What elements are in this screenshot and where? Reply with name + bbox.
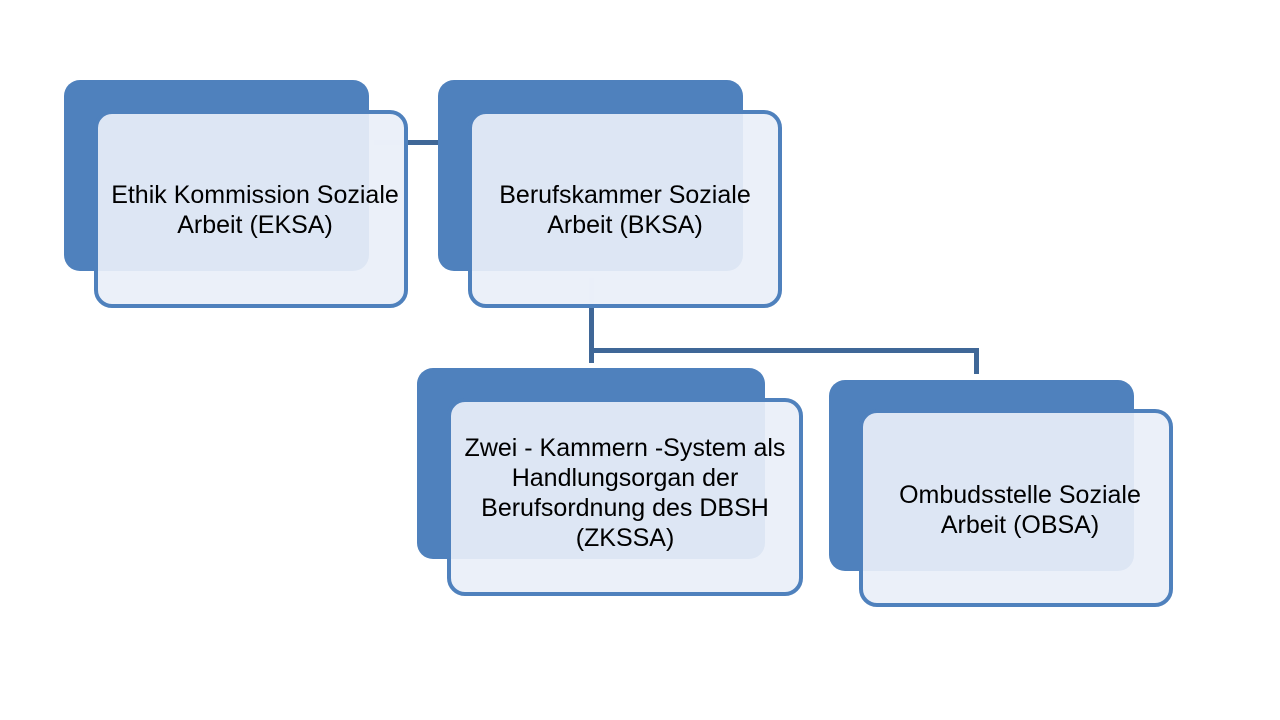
obsa-card[interactable] — [859, 409, 1173, 607]
zkssa-card[interactable] — [447, 398, 803, 596]
connector-bksa-down — [589, 308, 594, 363]
connector-horizontal — [589, 348, 979, 353]
bksa-card[interactable] — [468, 110, 782, 308]
bksa-label: Berufskammer Soziale Arbeit (BKSA) — [499, 181, 751, 239]
zkssa-label: Zwei - Kammern -System als Handlungsorga… — [464, 433, 786, 552]
eksa-card[interactable] — [94, 110, 408, 308]
eksa-label: Ethik Kommission Soziale Arbeit (EKSA) — [111, 181, 399, 239]
connector-eksa-bksa — [408, 140, 438, 145]
connector-to-obsa — [974, 348, 979, 374]
obsa-label: Ombudsstelle Soziale Arbeit (OBSA) — [899, 481, 1141, 539]
